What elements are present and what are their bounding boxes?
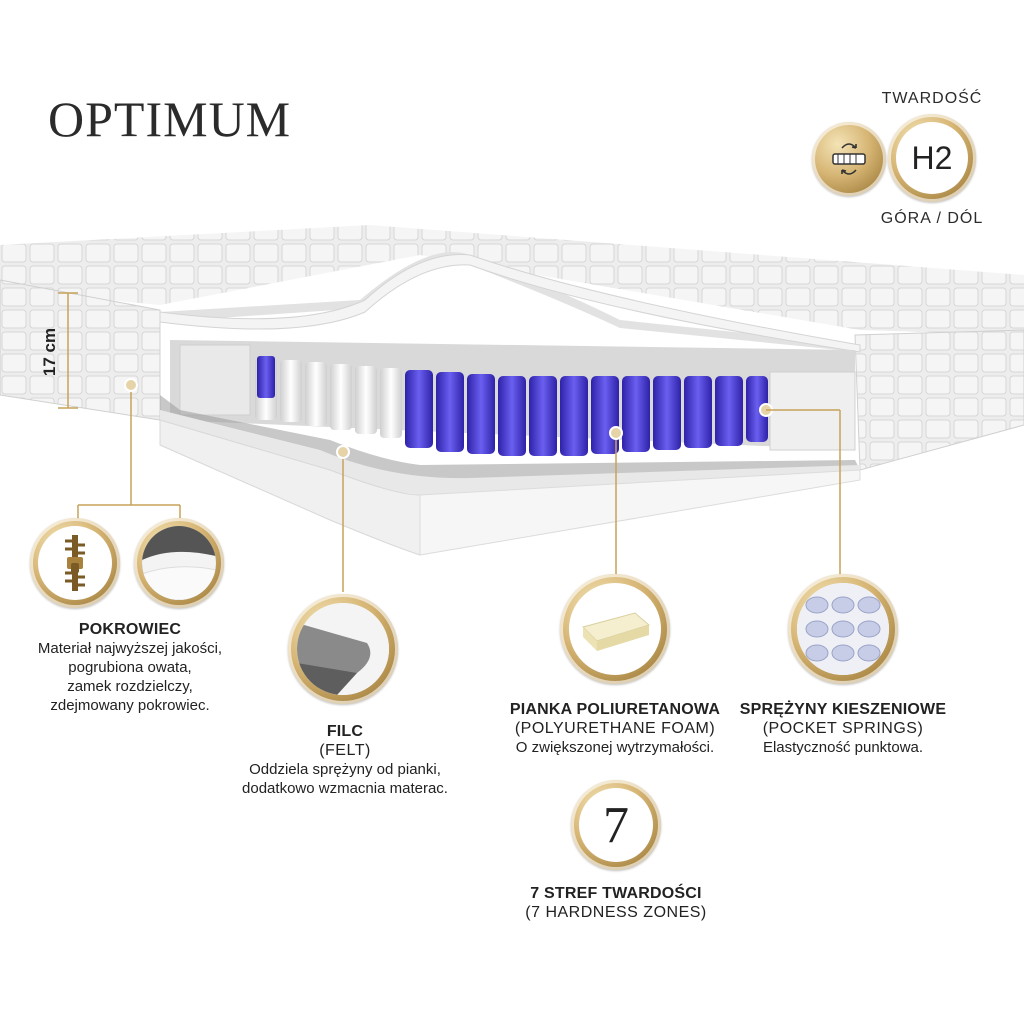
felt-medal xyxy=(288,594,398,704)
zones-caption: 7 STREF TWARDOŚCI (7 HARDNESS ZONES) xyxy=(476,884,756,922)
foam-line: O zwiększonej wytrzymałości. xyxy=(515,739,715,756)
zipper-icon xyxy=(65,535,85,591)
mattress-side-right xyxy=(854,329,1024,471)
springs-line: Elastyczność punktowa. xyxy=(762,739,924,756)
springs-caption: SPRĘŻYNY KIESZENIOWE (POCKET SPRINGS) El… xyxy=(713,700,973,757)
foam-subtitle: (POLYURETHANE FOAM) xyxy=(514,720,716,737)
hardness-value: H2 xyxy=(911,139,953,176)
mattress-top-surface xyxy=(0,225,1024,335)
foam-sample-icon xyxy=(582,612,651,651)
felt-line: Oddziela sprężyny od pianki, xyxy=(249,761,441,778)
foam-medal xyxy=(560,574,670,684)
cover-title: POKROWIEC xyxy=(78,621,182,638)
felt-sample-icon xyxy=(297,603,389,695)
hardness-bottom-label: GÓRA / DÓL xyxy=(880,210,984,227)
zones-value: 7 xyxy=(603,796,629,854)
foam-title: PIANKA POLIURETANOWA xyxy=(509,701,721,718)
cover-line: zdejmowany pokrowiec. xyxy=(50,697,210,714)
springs-blue xyxy=(257,356,768,456)
flip-mattress-badge xyxy=(812,122,886,196)
felt-caption: FILC (FELT) Oddziela sprężyny od pianki,… xyxy=(215,722,475,798)
cover-caption: POKROWIEC Materiał najwyższej jakości, p… xyxy=(0,620,260,715)
felt-title: FILC xyxy=(326,723,364,740)
page-title: OPTIMUM xyxy=(48,91,292,147)
springs-medal xyxy=(788,574,898,684)
springs-subtitle: (POCKET SPRINGS) xyxy=(762,720,924,737)
cover-fabric-medal xyxy=(134,518,224,608)
pocket-springs-icon xyxy=(797,583,889,675)
cover-zipper-medal xyxy=(30,518,120,608)
felt-line: dodatkowo wzmacnia materac. xyxy=(242,780,448,797)
fabric-sample-icon xyxy=(142,526,216,600)
zones-title: 7 STREF TWARDOŚCI xyxy=(530,885,702,902)
cover-line: pogrubiona owata, xyxy=(68,659,192,676)
flip-mattress-icon xyxy=(832,143,866,175)
cover-line: zamek rozdzielczy, xyxy=(67,678,193,695)
cover-line: Materiał najwyższej jakości, xyxy=(37,640,223,657)
zones-subtitle: (7 HARDNESS ZONES) xyxy=(525,904,707,921)
springs-title: SPRĘŻYNY KIESZENIOWE xyxy=(739,701,947,718)
hardness-badge: H2 xyxy=(888,114,976,202)
foam-caption: PIANKA POLIURETANOWA (POLYURETHANE FOAM)… xyxy=(475,700,755,757)
zones-medal: 7 xyxy=(571,780,661,870)
felt-subtitle: (FELT) xyxy=(319,742,371,759)
height-label: 17 cm xyxy=(40,327,59,377)
hardness-top-label: TWARDOŚĆ xyxy=(881,90,983,107)
